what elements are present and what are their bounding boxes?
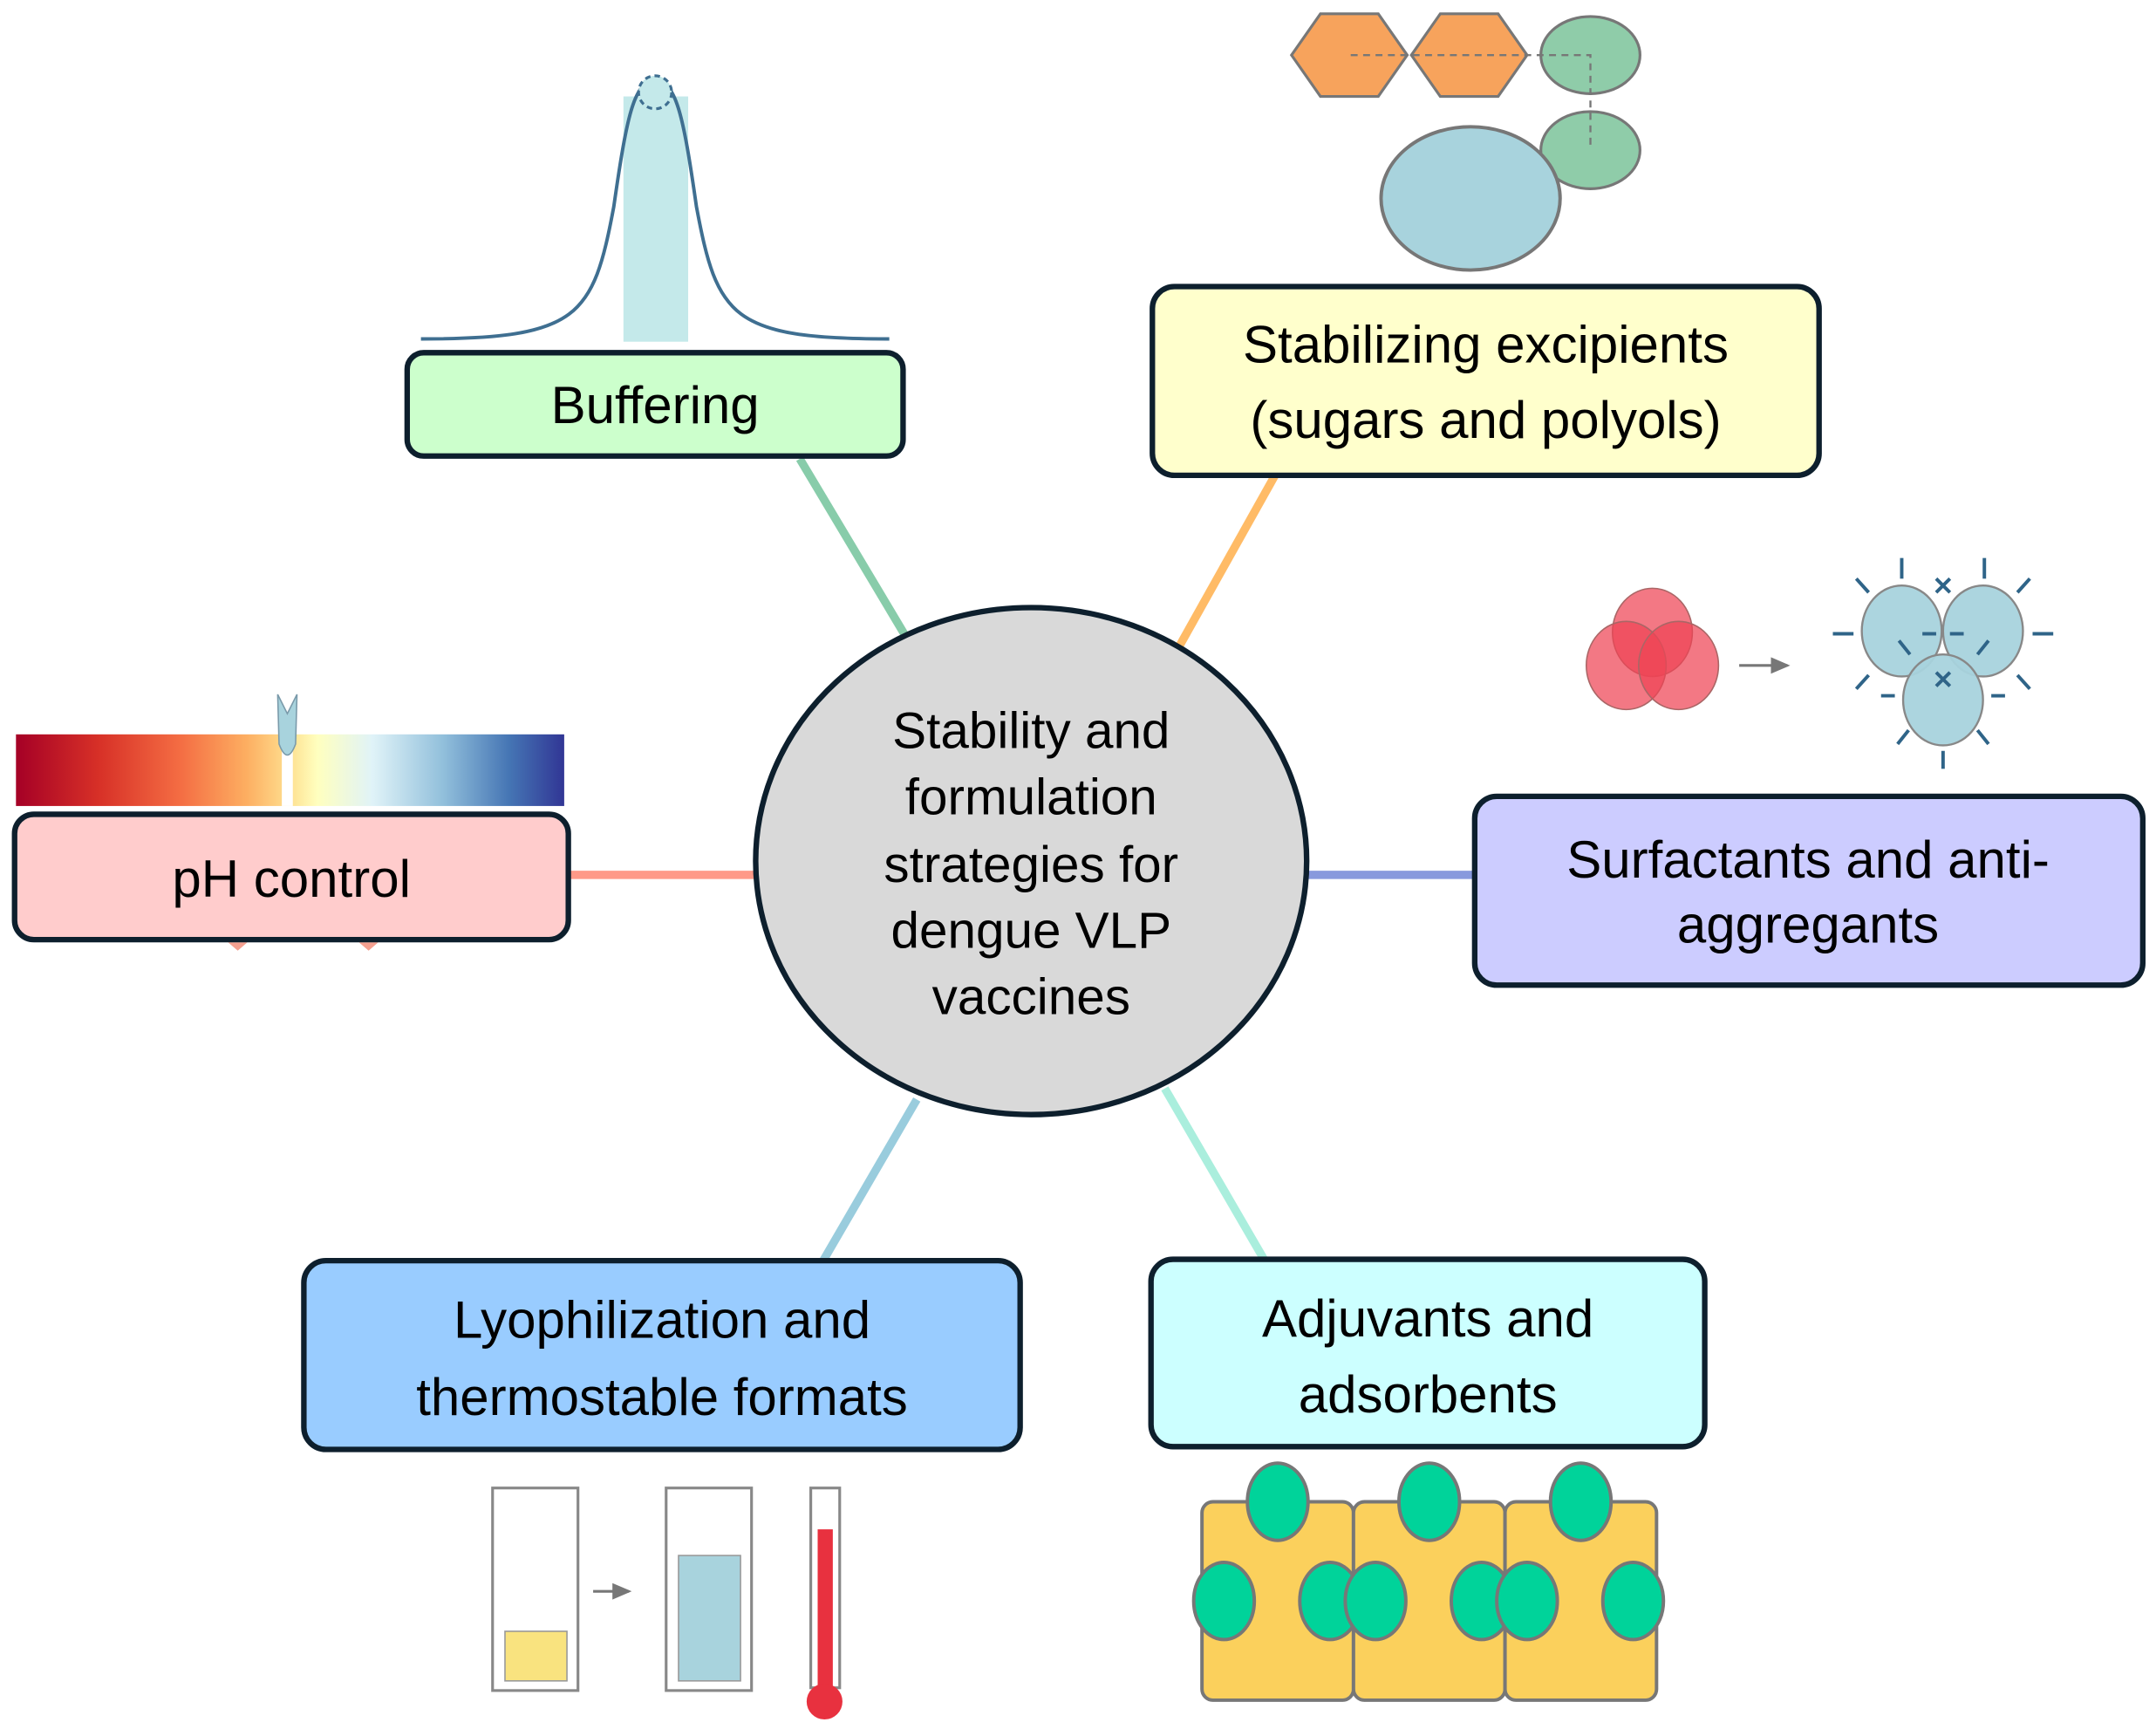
center-node: Stability and formulation strategies for… [753,605,1310,1117]
connector-excipients [1175,473,1279,650]
node-label: Adjuvants and [1262,1289,1593,1348]
node-label: Surfactants and anti- [1566,830,2050,889]
node-excipients: Stabilizing excipients (sugars and polyo… [1150,284,1822,479]
center-line: vaccines [932,968,1130,1025]
node-adjuvants: Adjuvants and adsorbents [1148,1256,1708,1450]
node-label: Buffering [551,376,760,434]
node-label: Stabilizing excipients [1243,315,1729,373]
center-line: Stability and [892,703,1170,760]
sugar-molecule-icon [1289,12,1641,272]
connector-buffering [795,456,910,639]
center-line: dengue VLP [890,903,1171,960]
adsorbed-particles-icon [1191,1461,1666,1702]
node-label: pH control [172,850,410,908]
node-label: (sugars and polyols) [1250,391,1721,449]
ph-scale-icon [16,694,564,951]
node-label: Lyophilization and [454,1291,870,1350]
node-buffering: Buffering [404,350,906,459]
node-label: adsorbents [1299,1365,1558,1424]
node-ph: pH control [11,811,571,943]
vial-and-thermometer-icon [491,1487,843,1720]
node-lyophilization: Lyophilization and thermostable formats [301,1257,1023,1452]
node-label: aggregants [1677,895,1939,953]
center-line: formulation [905,769,1157,825]
center-line: strategies for [884,837,1178,893]
buffering-peak-icon [420,74,890,342]
aggregation-to-dispersion-icon [1585,557,2054,769]
connector-lyophilization [819,1097,921,1263]
node-surfactants: Surfactants and anti- aggregants [1471,793,2146,988]
node-label: thermostable formats [416,1368,908,1426]
connector-adjuvants [1161,1086,1268,1261]
